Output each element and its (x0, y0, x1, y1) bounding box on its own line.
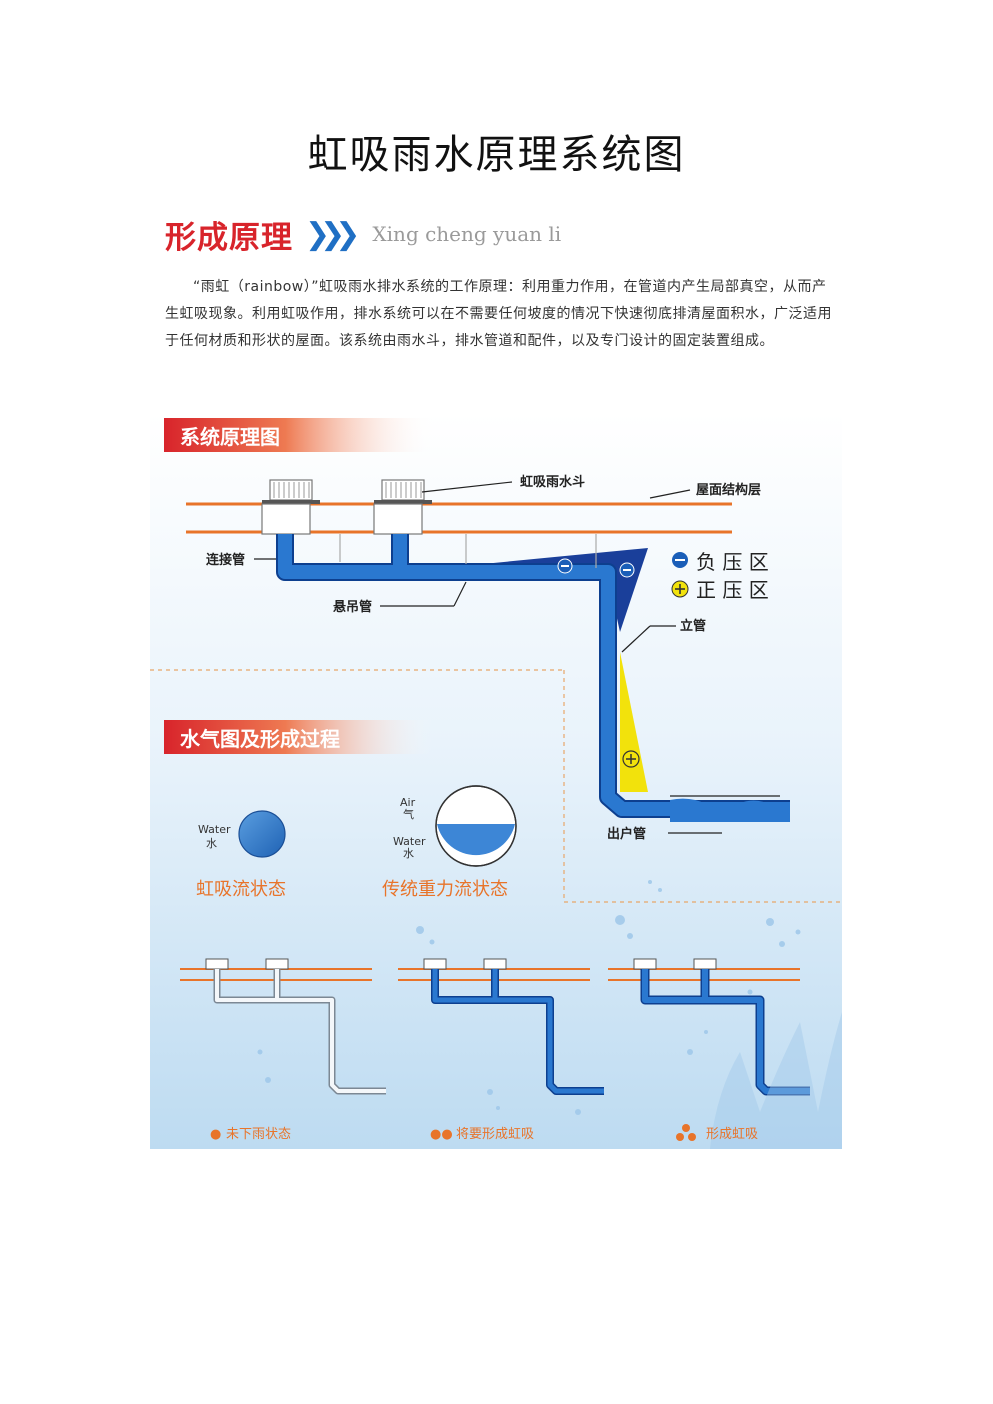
gravity-flow-label: 传统重力流状态 (382, 879, 508, 900)
gravity-air-en: Air (400, 796, 416, 809)
label-connector-pipe: 连接管 (206, 552, 245, 568)
system-banner-text: 系统原理图 (180, 425, 280, 449)
siphon-water-en: Water (198, 823, 231, 836)
stage-3-diagram (608, 958, 810, 1096)
positive-legend-icon (671, 580, 689, 598)
page-title: 虹吸雨水原理系统图 (307, 132, 686, 178)
stage-1-bullet: ● (210, 1127, 221, 1142)
minus-icon (619, 562, 635, 578)
stage-3-dots-icon (676, 1124, 696, 1141)
system-diagram: 系统原理图 虹吸雨水斗 屋面结构层 连接管 悬吊管 立管 (150, 412, 842, 1149)
siphon-flow-label: 虹吸流状态 (196, 879, 286, 900)
process-banner-text: 水气图及形成过程 (180, 727, 340, 751)
section-subtitle: Xing cheng yuan li (372, 222, 562, 246)
gravity-flow-ball (435, 785, 517, 867)
outflow-water (670, 798, 790, 822)
gravity-water-cn: 水 (403, 847, 414, 860)
stage-1-label: 未下雨状态 (226, 1127, 291, 1142)
leader-line (421, 481, 513, 493)
process-banner (164, 720, 434, 754)
siphon-drain-1 (261, 479, 320, 535)
system-banner (164, 418, 434, 452)
diagram-background (150, 412, 842, 1149)
gravity-water-en: Water (393, 835, 426, 848)
label-roof-layer: 屋面结构层 (696, 482, 761, 498)
plus-icon (622, 750, 640, 768)
label-outlet-pipe: 出户管 (607, 826, 646, 842)
minus-icon (557, 558, 573, 574)
stage-2-diagram (398, 958, 604, 1095)
stage-1-diagram (180, 958, 386, 1095)
legend-negative: 负 压 区 (696, 550, 769, 574)
label-suspended-pipe: 悬吊管 (333, 599, 372, 615)
chevrons-icon: ❯❯❯ (305, 216, 361, 252)
pipe-system (278, 534, 790, 816)
label-siphon-drain: 虹吸雨水斗 (520, 474, 585, 490)
gravity-air-cn: 气 (403, 807, 414, 821)
intro-paragraph: “雨虹（rainbow）”虹吸雨水排水系统的工作原理：利用重力作用，在管道内产生… (165, 279, 832, 349)
siphon-drain-2 (373, 479, 432, 535)
siphon-flow-ball (238, 810, 286, 858)
label-riser: 立管 (680, 618, 706, 634)
negative-legend-icon (672, 552, 688, 568)
leader-line (649, 489, 691, 499)
section-header: 形成原理 ❯❯❯ Xing cheng yuan li (165, 210, 561, 258)
legend: 负 压 区 正 压 区 (671, 550, 769, 602)
stage-2-bullet: ●● (430, 1127, 453, 1142)
section-title: 形成原理 (165, 219, 293, 256)
stage-2-label: 将要形成虹吸 (456, 1127, 534, 1142)
stage-3-label: 形成虹吸 (706, 1127, 758, 1142)
leader-line (621, 625, 651, 653)
water-splash-decoration (257, 880, 842, 1149)
legend-positive: 正 压 区 (696, 578, 769, 602)
siphon-water-cn: 水 (206, 837, 217, 850)
leader-line (453, 581, 467, 607)
